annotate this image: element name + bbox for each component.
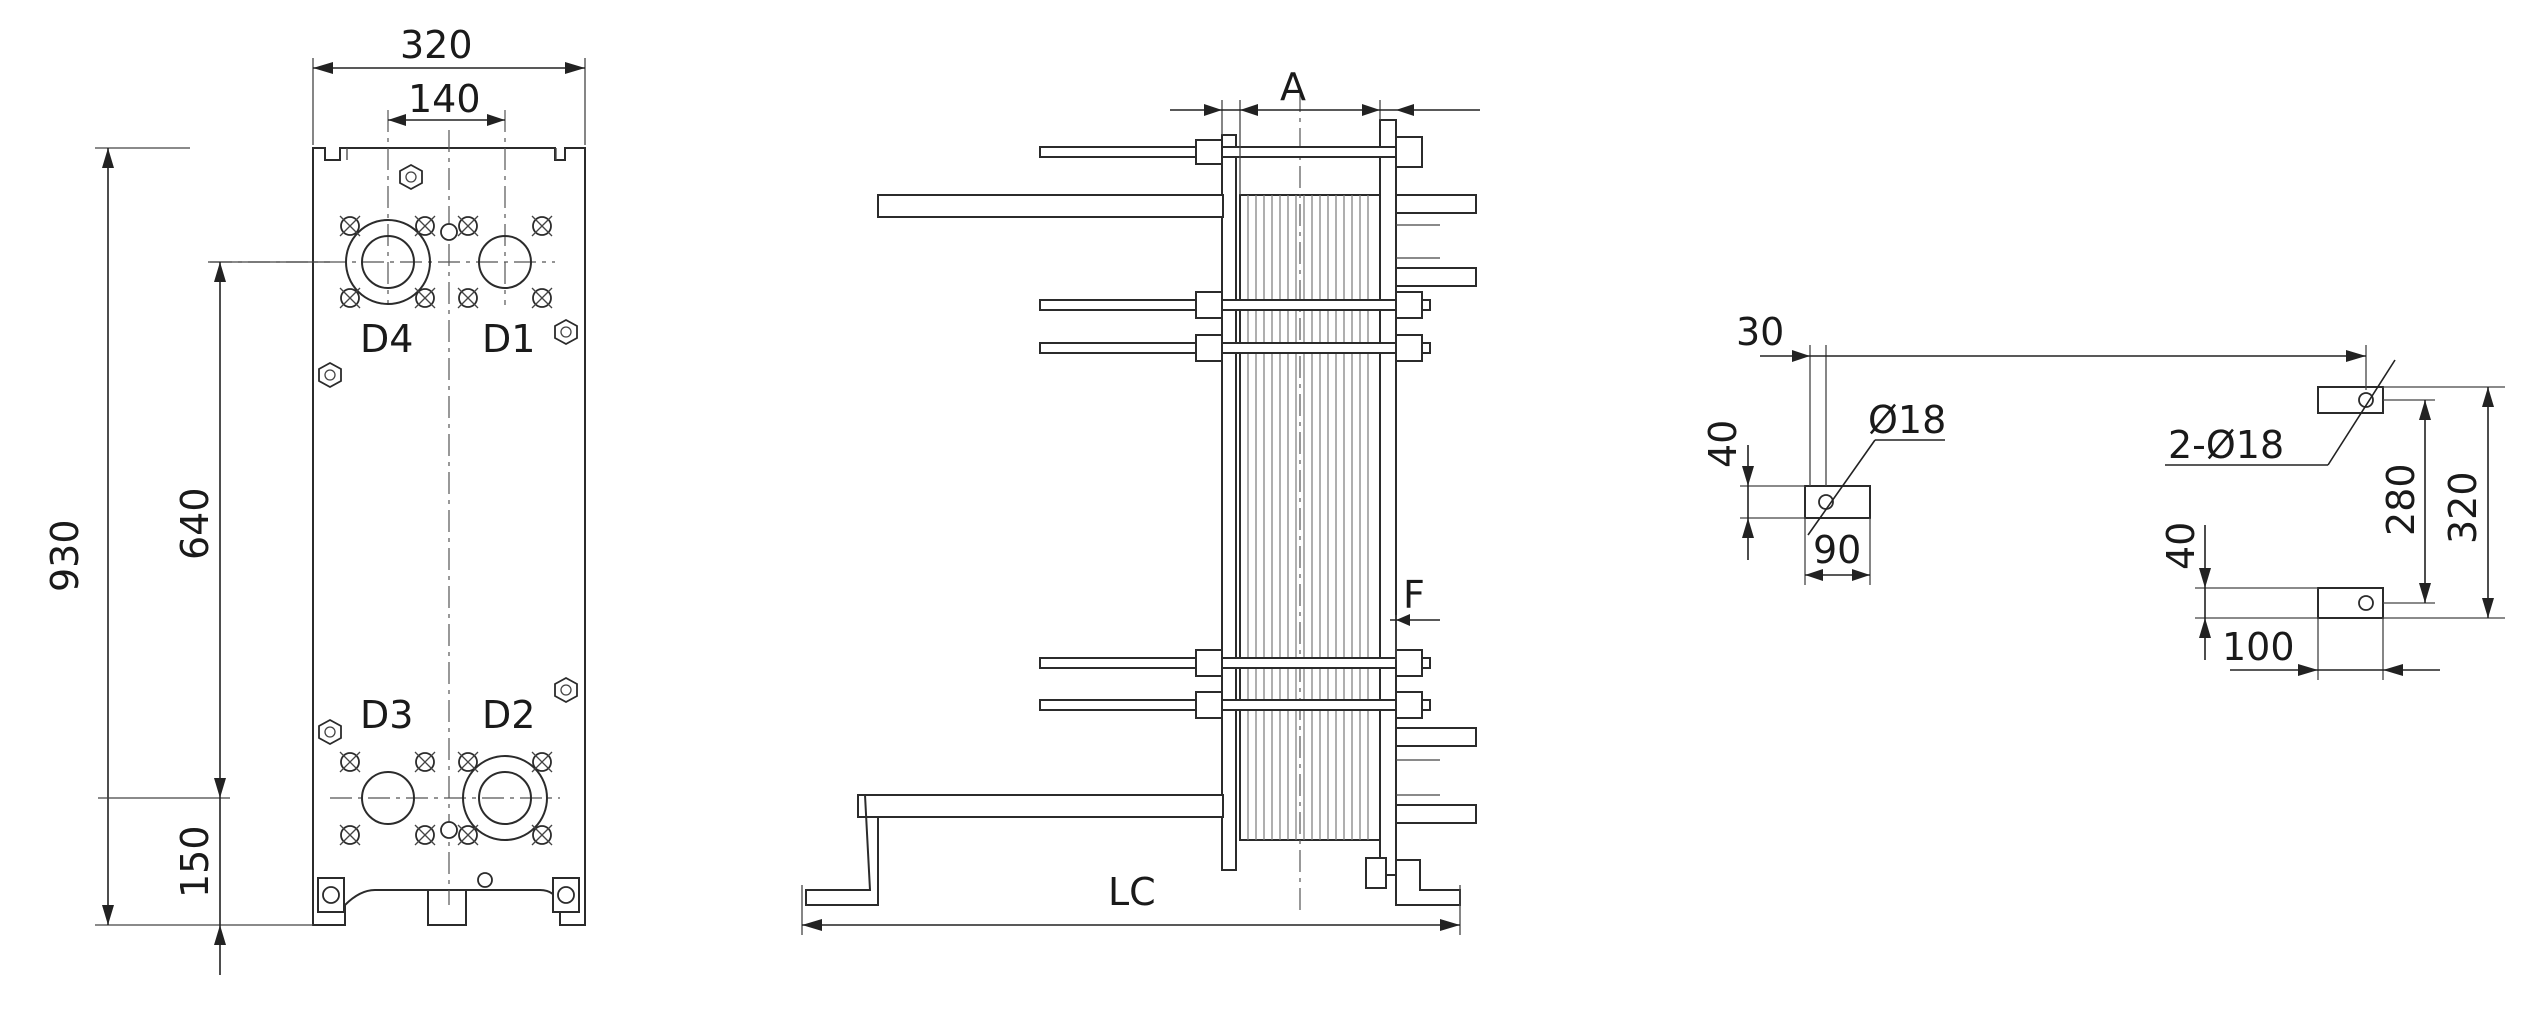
dimension-bottom-offset: 150	[173, 798, 226, 975]
fixed-frame	[1221, 134, 1237, 871]
dimension-length: LC	[801, 870, 1461, 935]
guide-bar	[857, 794, 1224, 818]
pressure-plate	[1379, 119, 1397, 876]
dim-label-offset: 30	[1736, 310, 1784, 354]
dimension-plate-pack: A	[1170, 65, 1480, 195]
dim-label-foot-height: 40	[1701, 420, 1745, 468]
left-foot-plan	[1804, 485, 1871, 519]
tie-rods	[1039, 146, 1431, 711]
leader-hole-pair: 2-Ø18	[2165, 359, 2396, 467]
dimension-height: 930	[43, 147, 313, 926]
port-d2	[462, 755, 548, 841]
port-label-d2: D2	[482, 693, 535, 737]
dim-label-port-spacing: 140	[408, 77, 481, 121]
dim-label-hole: Ø18	[1868, 398, 1946, 442]
dimension-right-foot-width: 100	[2222, 618, 2440, 680]
dim-label-outer-spacing: 320	[2441, 471, 2485, 544]
dim-label-plate-pack: A	[1280, 65, 1306, 109]
port-label-d4: D4	[360, 317, 413, 361]
port-label-d1: D1	[482, 317, 535, 361]
dim-label-length: LC	[1108, 870, 1156, 914]
dimension-inner-spacing: 280	[2379, 399, 2435, 604]
dimension-port-spacing: 140	[388, 77, 505, 126]
side-view: A F LC	[801, 65, 1480, 935]
plate-pack	[1239, 194, 1381, 841]
dim-label-width: 320	[400, 23, 473, 67]
dimension-port-vertical: 640	[98, 261, 330, 799]
dim-label-height: 930	[43, 519, 87, 592]
dim-label-foot-width: 90	[1813, 528, 1861, 572]
right-foot	[1395, 859, 1461, 906]
port-d1	[478, 235, 532, 289]
dim-label-right-foot-width: 100	[2222, 625, 2295, 669]
leader-hole: Ø18	[1807, 398, 1946, 536]
dim-label-inner-spacing: 280	[2379, 463, 2423, 536]
dimension-offset: 30	[1736, 310, 2367, 486]
front-view: D4 D1 D3 D2 320 140 930	[43, 23, 586, 975]
right-foot-top-plan	[2317, 386, 2384, 414]
rod-nuts	[1195, 136, 1423, 719]
dimension-frame-thickness: F	[1390, 573, 1440, 660]
dim-label-frame-thickness: F	[1403, 573, 1425, 617]
left-foot	[805, 794, 879, 906]
dim-label-right-foot-height: 40	[2159, 522, 2203, 570]
dim-label-bottom-offset: 150	[173, 825, 217, 898]
dimension-width: 320	[312, 23, 586, 145]
port-d3	[361, 771, 415, 825]
port-label-d3: D3	[360, 693, 413, 737]
dim-label-port-vertical: 640	[173, 487, 217, 560]
dimension-foot-width: 90	[1804, 518, 1871, 585]
port-d4	[345, 219, 431, 305]
dimension-right-foot-height: 40	[2159, 522, 2318, 660]
frame-plate-outline	[312, 147, 586, 926]
bottom-lug	[427, 889, 467, 926]
foot-detail: 30 Ø18 40 90 2-Ø18	[1701, 310, 2505, 680]
plate-lines	[1247, 195, 1369, 840]
dimension-outer-spacing: 320	[2383, 386, 2505, 619]
dim-label-hole-pair: 2-Ø18	[2168, 423, 2284, 467]
bottom-lug-hole	[477, 872, 493, 888]
dimension-foot-height: 40	[1701, 420, 1805, 560]
carrying-bar	[877, 194, 1224, 218]
nozzles	[1395, 194, 1477, 824]
